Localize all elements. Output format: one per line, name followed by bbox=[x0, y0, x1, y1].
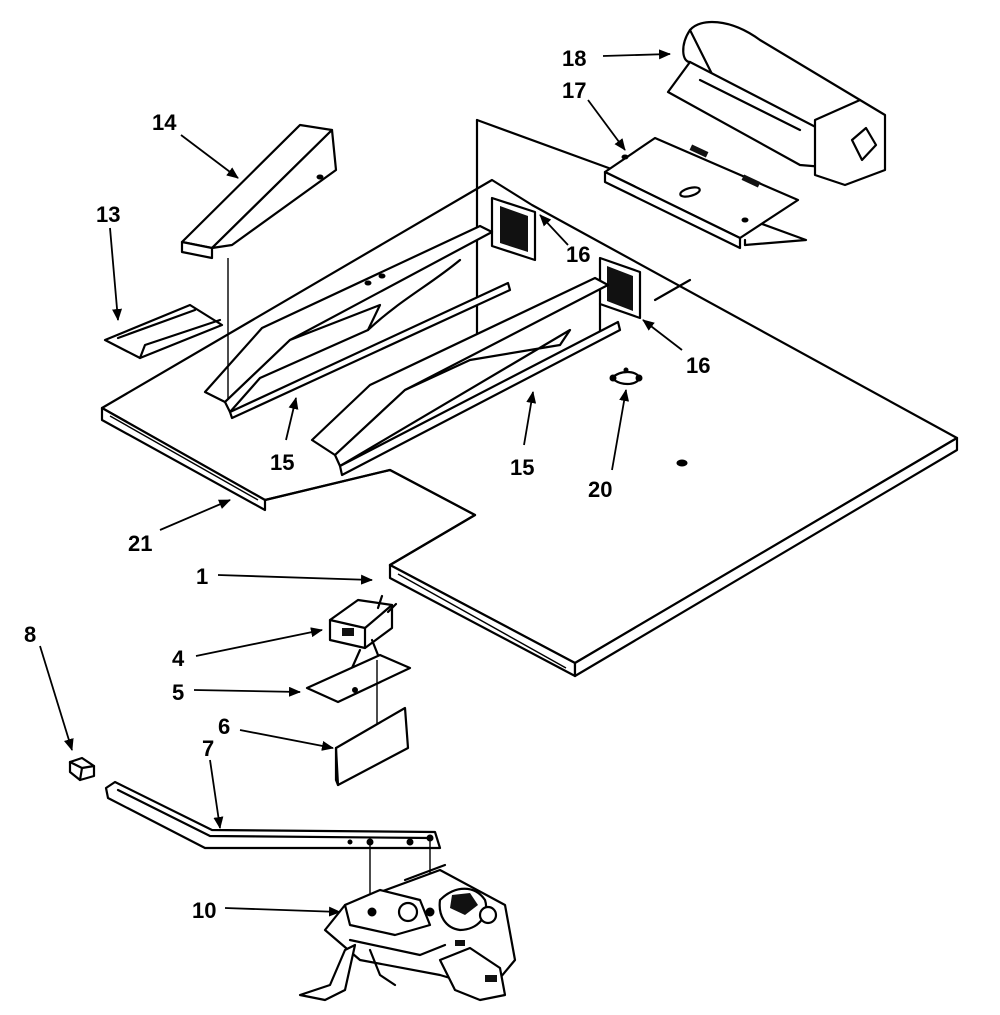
callout-18: 18 bbox=[562, 46, 586, 71]
mount-plate-part-17 bbox=[603, 136, 800, 250]
base-panel-part-1-21 bbox=[100, 178, 959, 678]
callout-15-left: 15 bbox=[270, 450, 294, 475]
plate-part-13 bbox=[103, 303, 224, 360]
callout-14: 14 bbox=[152, 110, 177, 135]
callout-13: 13 bbox=[96, 202, 120, 227]
mechanism-part-10 bbox=[298, 863, 517, 1002]
callout-20: 20 bbox=[588, 477, 612, 502]
bracket-part-16-left bbox=[490, 196, 537, 262]
leader-arrows bbox=[39, 49, 683, 917]
callout-15-right: 15 bbox=[510, 455, 534, 480]
callout-16-right: 16 bbox=[686, 353, 710, 378]
channel-part-15-left bbox=[203, 224, 512, 420]
callout-labels: 18 17 14 13 16 16 15 15 20 21 1 4 5 6 7 … bbox=[24, 46, 710, 923]
channel-part-15-right bbox=[310, 276, 622, 477]
clip-part-20 bbox=[609, 367, 643, 386]
callout-1: 1 bbox=[196, 564, 208, 589]
callout-8: 8 bbox=[24, 622, 36, 647]
callout-21: 21 bbox=[128, 531, 152, 556]
callout-17: 17 bbox=[562, 78, 586, 103]
callout-5: 5 bbox=[172, 680, 184, 705]
cover-part-6 bbox=[334, 706, 410, 787]
callout-7: 7 bbox=[202, 736, 214, 761]
insulator-part-5 bbox=[305, 653, 412, 725]
bracket-part-16-right bbox=[598, 256, 642, 337]
knob-part-8 bbox=[68, 756, 96, 782]
callout-4: 4 bbox=[172, 646, 185, 671]
callout-10: 10 bbox=[192, 898, 216, 923]
bracket-part-14 bbox=[180, 123, 338, 400]
motor-part-18 bbox=[666, 20, 887, 187]
switch-part-4 bbox=[328, 594, 398, 670]
callout-16-left: 16 bbox=[566, 242, 590, 267]
callout-6: 6 bbox=[218, 714, 230, 739]
